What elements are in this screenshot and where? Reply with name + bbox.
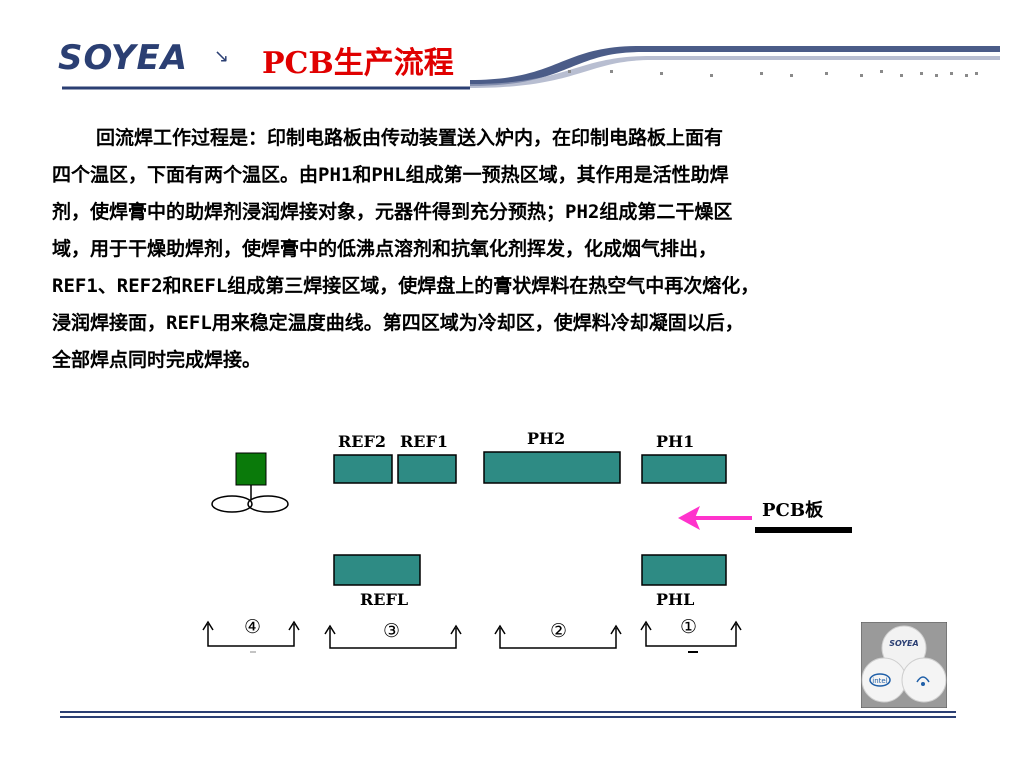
- heater-phl: [641, 554, 727, 586]
- paragraph-line: REF1、REF2和REFL组成第三焊接区域，使焊盘上的膏状焊料在热空气中再次熔…: [52, 275, 760, 297]
- fan-blade-right-icon: [247, 495, 289, 513]
- paragraph-line: 全部焊点同时完成焊接。: [52, 349, 262, 371]
- paragraph-line: 四个温区，下面有两个温区。由PH1和PHL组成第一预热区域，其作用是活性助焊: [52, 164, 729, 186]
- paragraph-line: 浸润焊接面，REFL用来稳定温度曲线。第四区域为冷却区，使焊料冷却凝固以后，: [52, 312, 744, 334]
- heater-ph2: [483, 451, 621, 484]
- label-pcb: PCB板: [762, 500, 824, 521]
- label-phl: PHL: [656, 590, 695, 609]
- description-paragraph: 回流焊工作过程是：印制电路板由传动装置送入炉内，在印制电路板上面有 四个温区，下…: [52, 120, 972, 379]
- paragraph-line: 域，用于干燥助焊剂，使焊膏中的低沸点溶剂和抗氧化剂挥发，化成烟气排出，: [52, 238, 718, 260]
- zone-4-number: ④: [244, 616, 262, 638]
- header-swoosh: [62, 46, 1000, 90]
- header: SOYEA ↘ PCB生产流程: [0, 0, 1024, 100]
- zone-3-bracket: [329, 628, 457, 649]
- footer-rule: [60, 711, 956, 718]
- cooling-fan-box: [235, 452, 267, 486]
- page-title: PCB生产流程: [262, 46, 454, 81]
- svg-text:intel: intel: [872, 677, 887, 685]
- fan-blade-left-icon: [211, 495, 253, 513]
- heater-ref1: [397, 454, 457, 484]
- partner-logo-image: SOYEA intel: [860, 621, 948, 709]
- label-ph2: PH2: [527, 429, 566, 448]
- soyea-logo: SOYEA: [58, 38, 189, 78]
- arrow-icon: ↘: [214, 46, 230, 67]
- zone-3-number: ③: [383, 620, 401, 642]
- zone-4-bracket: [207, 624, 295, 647]
- zone-2-bracket: [499, 628, 617, 649]
- heater-ref2: [333, 454, 393, 484]
- zone-1-number: ①: [680, 616, 698, 638]
- label-refl: REFL: [360, 590, 409, 609]
- zone-2-number: ②: [550, 620, 568, 642]
- label-ref2: REF2: [338, 432, 386, 451]
- svg-text:SOYEA: SOYEA: [889, 639, 918, 648]
- zone-1-bracket: [645, 624, 737, 647]
- paragraph-line: 回流焊工作过程是：印制电路板由传动装置送入炉内，在印制电路板上面有: [96, 127, 724, 149]
- label-ref1: REF1: [400, 432, 448, 451]
- heater-refl: [333, 554, 421, 586]
- pcb-arrow-head-icon: [678, 506, 700, 530]
- heater-ph1: [641, 454, 727, 484]
- pcb-board: [755, 527, 852, 533]
- label-ph1: PH1: [656, 432, 695, 451]
- paragraph-line: 剂，使焊膏中的助焊剂浸润焊接对象，元器件得到充分预热；PH2组成第二干燥区: [52, 201, 733, 223]
- partner-logo-badge: SOYEA intel: [860, 621, 948, 709]
